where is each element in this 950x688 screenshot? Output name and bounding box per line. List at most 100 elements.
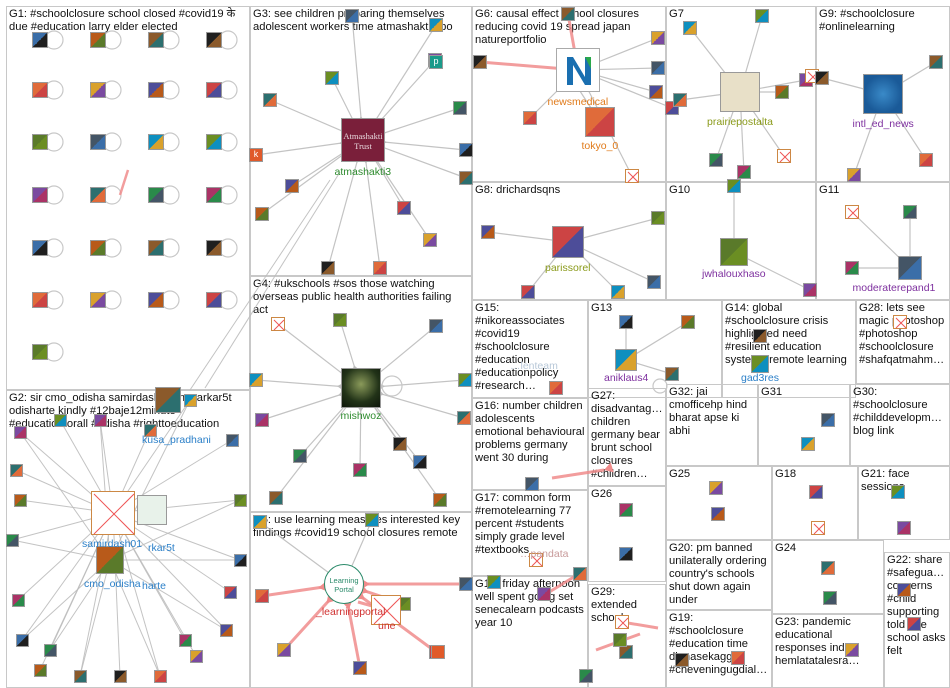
node-avatar[interactable] xyxy=(321,261,335,275)
node-avatar[interactable] xyxy=(233,493,247,507)
node-avatar[interactable] xyxy=(821,561,835,575)
node-avatar[interactable] xyxy=(249,373,263,387)
node-avatar[interactable] xyxy=(90,292,106,308)
node-avatar[interactable] xyxy=(32,344,48,360)
node-avatar[interactable] xyxy=(429,319,443,333)
node-avatar[interactable] xyxy=(897,583,911,597)
node-avatar-jwhalouxhaso[interactable] xyxy=(720,238,748,266)
node-avatar[interactable] xyxy=(619,645,633,659)
node-avatar[interactable] xyxy=(737,165,751,179)
node-avatar[interactable] xyxy=(223,585,237,599)
node-avatar[interactable] xyxy=(683,21,697,35)
node-avatar[interactable] xyxy=(148,82,164,98)
node-avatar[interactable] xyxy=(755,9,769,23)
node-avatar[interactable] xyxy=(148,32,164,48)
node-avatar[interactable] xyxy=(619,315,633,329)
node-avatar[interactable] xyxy=(529,553,543,567)
node-avatar[interactable] xyxy=(651,211,665,225)
node-avatar[interactable] xyxy=(253,515,267,529)
node-avatar[interactable] xyxy=(11,593,25,607)
node-avatar[interactable] xyxy=(777,149,791,163)
node-avatar[interactable] xyxy=(473,55,487,69)
node-avatar[interactable] xyxy=(33,663,47,677)
node-avatar[interactable] xyxy=(90,187,106,203)
node-badge-p[interactable]: p xyxy=(429,55,443,69)
node-avatar[interactable] xyxy=(153,669,167,683)
node-avatar[interactable] xyxy=(459,577,473,591)
node-avatar[interactable] xyxy=(90,240,106,256)
node-avatar[interactable] xyxy=(681,315,695,329)
node-avatar-atmashakti-trust[interactable]: Atmashakti Trust xyxy=(341,118,385,162)
node-avatar[interactable] xyxy=(148,292,164,308)
node-avatar[interactable] xyxy=(397,201,411,215)
node-avatar-prairiepostalta[interactable] xyxy=(720,72,760,112)
node-avatar[interactable] xyxy=(811,521,825,535)
node-avatar[interactable] xyxy=(675,653,689,667)
node-avatar[interactable] xyxy=(521,285,535,299)
node-avatar[interactable] xyxy=(459,143,473,157)
node-avatar[interactable] xyxy=(821,413,835,427)
node-avatar[interactable] xyxy=(619,503,633,517)
node-avatar[interactable] xyxy=(183,393,197,407)
node-avatar[interactable] xyxy=(219,623,233,637)
node-badge-k[interactable]: k xyxy=(249,148,263,162)
node-avatar[interactable] xyxy=(143,423,157,437)
node-avatar[interactable] xyxy=(615,615,629,629)
node-avatar[interactable] xyxy=(845,205,859,219)
node-avatar-tokyo-0[interactable] xyxy=(585,107,615,137)
node-avatar[interactable] xyxy=(365,513,379,527)
node-avatar[interactable] xyxy=(711,507,725,521)
node-avatar[interactable] xyxy=(5,533,19,547)
node-avatar[interactable] xyxy=(413,455,427,469)
node-avatar[interactable] xyxy=(206,292,222,308)
node-avatar[interactable] xyxy=(487,575,501,589)
node-broken-image[interactable] xyxy=(271,317,285,331)
node-avatar[interactable] xyxy=(285,179,299,193)
node-avatar[interactable] xyxy=(815,71,829,85)
node-broken-image[interactable] xyxy=(893,315,907,329)
node-avatar[interactable] xyxy=(345,9,359,23)
node-avatar[interactable] xyxy=(549,381,563,395)
node-avatar[interactable] xyxy=(651,61,665,75)
node-avatar[interactable] xyxy=(373,261,387,275)
node-avatar[interactable] xyxy=(90,134,106,150)
node-avatar[interactable] xyxy=(433,493,447,507)
node-avatar[interactable] xyxy=(727,179,741,193)
node-avatar[interactable] xyxy=(903,205,917,219)
node-avatar[interactable] xyxy=(431,645,445,659)
node-avatar[interactable] xyxy=(845,261,859,275)
node-avatar[interactable] xyxy=(919,153,933,167)
node-avatar[interactable] xyxy=(255,207,269,221)
node-avatar[interactable] xyxy=(673,93,687,107)
node-avatar[interactable] xyxy=(13,493,27,507)
node-avatar[interactable] xyxy=(325,71,339,85)
node-avatar[interactable] xyxy=(53,413,67,427)
node-avatar[interactable] xyxy=(32,82,48,98)
node-avatar[interactable] xyxy=(15,633,29,647)
node-avatar[interactable] xyxy=(619,547,633,561)
node-avatar[interactable] xyxy=(263,93,277,107)
node-avatar[interactable] xyxy=(457,411,471,425)
node-avatar[interactable] xyxy=(823,591,837,605)
node-avatar[interactable] xyxy=(775,85,789,99)
node-avatar[interactable] xyxy=(537,587,551,601)
node-avatar[interactable] xyxy=(649,85,663,99)
node-avatar[interactable] xyxy=(9,463,23,477)
node-avatar[interactable] xyxy=(459,171,473,185)
node-avatar[interactable] xyxy=(809,485,823,499)
node-avatar[interactable] xyxy=(255,589,269,603)
node-avatar[interactable] xyxy=(32,292,48,308)
node-avatar[interactable] xyxy=(206,32,222,48)
node-avatar[interactable] xyxy=(803,283,817,297)
node-avatar[interactable] xyxy=(651,31,665,45)
node-avatar[interactable] xyxy=(453,101,467,115)
node-avatar[interactable] xyxy=(579,669,593,683)
node-avatar-learning-portal[interactable]: Learning Portal xyxy=(324,564,364,604)
node-avatar[interactable] xyxy=(73,669,87,683)
node-avatar[interactable] xyxy=(429,18,443,32)
node-avatar[interactable] xyxy=(148,187,164,203)
node-avatar[interactable] xyxy=(93,413,107,427)
node-avatar[interactable] xyxy=(148,240,164,256)
node-avatar[interactable] xyxy=(32,32,48,48)
node-avatar[interactable] xyxy=(709,153,723,167)
